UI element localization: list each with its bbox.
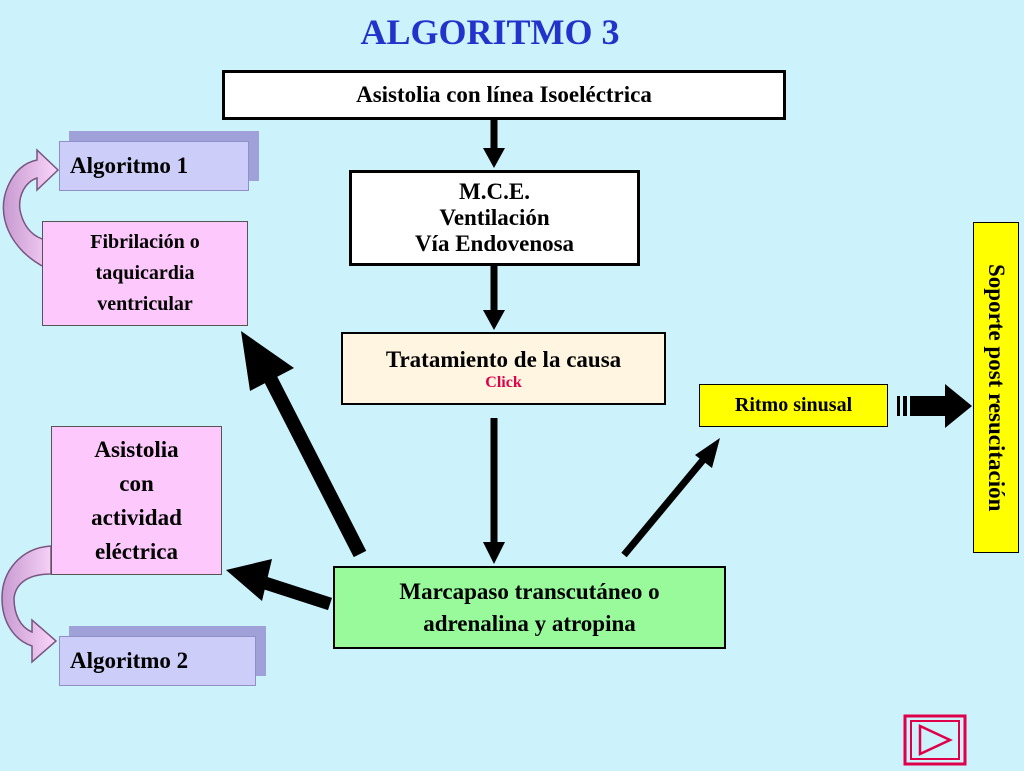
algoritmo-1-button[interactable]: Algoritmo 1 <box>59 141 249 191</box>
arrow-tratamiento-to-marcapaso <box>483 418 505 564</box>
fibrilacion-line-1: Fibrilación o <box>90 231 200 253</box>
page-title: ALGORITMO 3 <box>360 12 620 52</box>
fibrilacion-line-2: taquicardia <box>95 262 195 284</box>
asistolia-actividad-line-4: eléctrica <box>95 538 178 564</box>
marcapaso-box: Marcapaso transcutáneo o adrenalina y at… <box>333 566 726 649</box>
next-slide-button[interactable] <box>903 714 967 766</box>
marcapaso-line-2: adrenalina y atropina <box>423 610 636 636</box>
next-slide-icon <box>903 714 967 766</box>
mce-line-3: Vía Endovenosa <box>414 231 575 256</box>
arrow-marcapaso-to-fibrilacion <box>241 331 367 558</box>
arrow-mce-to-tratamiento <box>483 266 505 330</box>
click-link[interactable]: Click <box>485 373 522 391</box>
mce-box: M.C.E. Ventilación Vía Endovenosa <box>349 170 640 266</box>
algoritmo-2-label: Algoritmo 2 <box>70 648 189 673</box>
ritmo-sinusal-label: Ritmo sinusal <box>734 394 853 416</box>
algoritmo-1-label: Algoritmo 1 <box>70 153 189 178</box>
asistolia-isoelectrica-box: Asistolia con línea Isoeléctrica <box>222 70 786 120</box>
curved-arrow-to-algoritmo2 <box>1 545 58 664</box>
arrow-asistolia-to-mce <box>483 120 505 168</box>
arrow-ritmo-to-soporte <box>897 384 972 428</box>
mce-line-1: M.C.E. <box>459 179 530 204</box>
soporte-label: Soporte post resucitación <box>984 263 1009 512</box>
asistolia-actividad-line-2: con <box>119 470 154 496</box>
asistolia-actividad-line-1: Asistolia <box>94 436 179 462</box>
fibrilacion-box: Fibrilación o taquicardia ventricular <box>42 221 248 326</box>
ritmo-sinusal-box: Ritmo sinusal <box>699 384 888 427</box>
tratamiento-label: Tratamiento de la causa <box>385 346 622 372</box>
fibrilacion-line-3: ventricular <box>97 293 193 315</box>
curved-arrow-to-algoritmo1 <box>2 148 60 270</box>
algoritmo-2-button[interactable]: Algoritmo 2 <box>59 636 256 686</box>
marcapaso-line-1: Marcapaso transcutáneo o <box>399 578 660 604</box>
tratamiento-box: Tratamiento de la causa Click <box>341 332 666 405</box>
soporte-post-resucitacion-box: Soporte post resucitación <box>973 222 1019 553</box>
arrow-marcapaso-to-ritmo <box>621 438 720 558</box>
mce-line-2: Ventilación <box>439 205 550 230</box>
asistolia-actividad-line-3: actividad <box>91 504 182 530</box>
asistolia-isoelectrica-label: Asistolia con línea Isoeléctrica <box>356 82 652 107</box>
asistolia-actividad-box: Asistolia con actividad eléctrica <box>51 426 222 575</box>
arrow-marcapaso-to-asistolia <box>226 559 333 611</box>
